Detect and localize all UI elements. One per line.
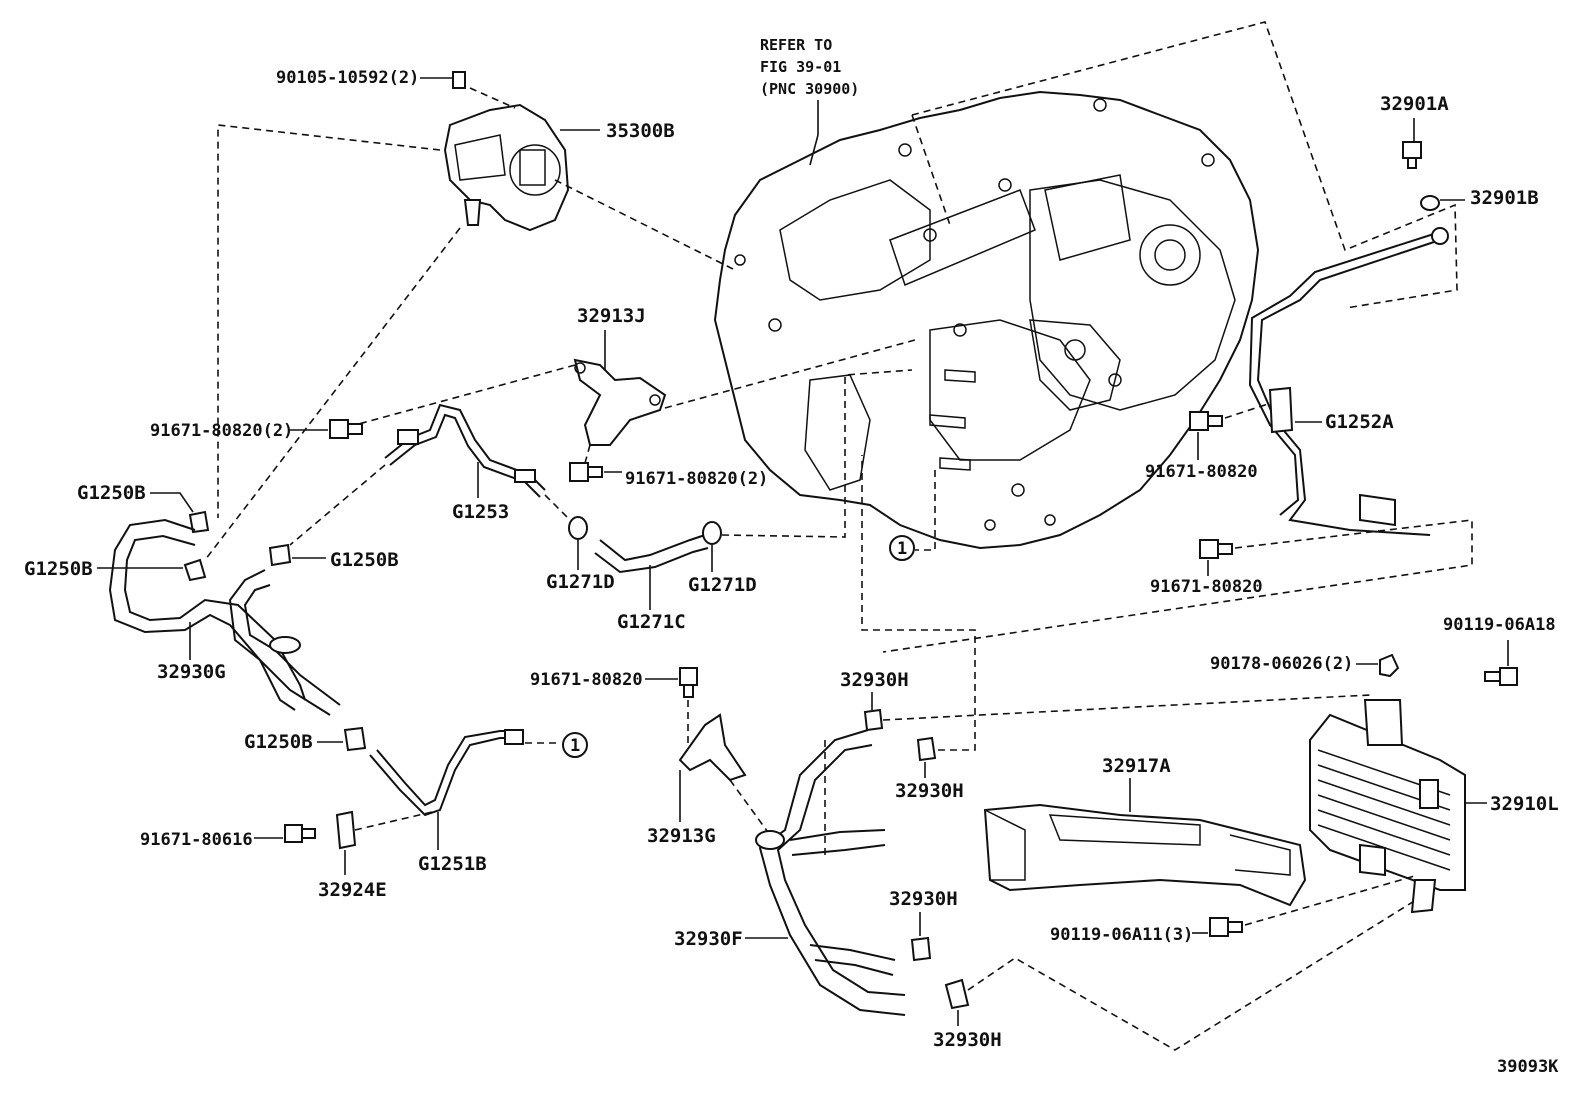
label-91671-80820-right-2[interactable]: 91671-80820 [1150, 577, 1263, 597]
clip-G1250B-4[interactable] [343, 726, 367, 752]
refer-note-line3[interactable]: (PNC 30900) [760, 80, 859, 98]
hose-32930F[interactable] [755, 729, 906, 1016]
callout-circle-1-center[interactable] [889, 535, 915, 561]
callout-circle-1-left[interactable] [562, 732, 588, 758]
refer-boundary-line-2 [911, 114, 951, 226]
label-32930F[interactable]: 32930F [674, 928, 743, 950]
label-32901A[interactable]: 32901A [1380, 93, 1449, 115]
label-G1250B-1[interactable]: G1250B [77, 482, 146, 504]
label-90119-06A11[interactable]: 90119-06A11(3) [1050, 925, 1193, 945]
refer-note-line2[interactable]: FIG 39-01 [760, 58, 841, 76]
label-32910L[interactable]: 32910L [1490, 793, 1559, 815]
nut-90178-06026[interactable] [1379, 653, 1400, 678]
label-G1250B-3[interactable]: G1250B [330, 549, 399, 571]
clip-32930H-1[interactable] [863, 708, 884, 732]
bracket-32913J[interactable] [573, 358, 667, 446]
label-G1271D-left[interactable]: G1271D [546, 571, 615, 593]
clip-G1250B-2[interactable] [183, 558, 207, 582]
label-32930H-1[interactable]: 32930H [840, 669, 909, 691]
cooler-32910L[interactable] [1309, 699, 1466, 914]
clip-G1250B-1[interactable] [188, 510, 210, 534]
label-G1271C[interactable]: G1271C [617, 611, 686, 633]
label-32913J[interactable]: 32913J [577, 305, 646, 327]
label-G1271D-right[interactable]: G1271D [688, 574, 757, 596]
bolt-91671-80820-2-left[interactable] [329, 419, 363, 439]
label-G1251B[interactable]: G1251B [418, 853, 487, 875]
bolt-91671-80820-right-2[interactable] [1199, 539, 1233, 559]
label-32917A[interactable]: 32917A [1102, 755, 1171, 777]
label-91671-80820-2-center[interactable]: 91671-80820(2) [625, 469, 768, 489]
label-32930H-4[interactable]: 32930H [933, 1029, 1002, 1051]
bracket-32913G[interactable] [678, 713, 747, 782]
refer-boundary-line [911, 21, 1458, 309]
bolt-91671-80820-2-center[interactable] [569, 462, 603, 482]
label-32930G[interactable]: 32930G [157, 661, 226, 683]
label-32930H-2[interactable]: 32930H [895, 780, 964, 802]
label-32924E[interactable]: 32924E [318, 879, 387, 901]
label-G1252A[interactable]: G1252A [1325, 411, 1394, 433]
hose-32930G[interactable] [108, 518, 341, 716]
hose-G1271C[interactable] [594, 534, 709, 574]
label-32913G[interactable]: 32913G [647, 825, 716, 847]
label-35300B[interactable]: 35300B [606, 120, 675, 142]
label-91671-80820-lower[interactable]: 91671-80820 [530, 670, 643, 690]
label-90178-06026[interactable]: 90178-06026(2) [1210, 654, 1353, 674]
actuator-35300B[interactable] [443, 71, 570, 232]
label-G1250B-2[interactable]: G1250B [24, 558, 93, 580]
clip-32930H-2[interactable] [916, 736, 937, 762]
label-90119-06A18[interactable]: 90119-06A18 [1443, 615, 1556, 635]
refer-note-line1[interactable]: REFER TO [760, 36, 832, 54]
bolt-91671-80820-right-1[interactable] [1189, 411, 1223, 431]
label-G1253[interactable]: G1253 [452, 501, 509, 523]
bolt-91671-80616[interactable] [284, 824, 316, 843]
label-G1250B-4[interactable]: G1250B [244, 731, 313, 753]
clamp-32924E[interactable] [335, 810, 357, 850]
clip-G1250B-3[interactable] [268, 543, 292, 567]
figure-id: 39093K [1497, 1057, 1559, 1077]
label-91671-80616[interactable]: 91671-80616 [140, 830, 253, 850]
callout-circle-1-center-text: 1 [897, 539, 907, 559]
bolt-90119-06A18[interactable] [1484, 667, 1518, 686]
bolt-32901A[interactable] [1402, 141, 1422, 169]
clip-32930H-3[interactable] [910, 936, 932, 962]
pipe-G1251B[interactable] [369, 729, 524, 817]
label-91671-80820-2-left[interactable]: 91671-80820(2) [150, 421, 293, 441]
duct-32917A[interactable] [983, 803, 1307, 907]
bolt-90119-06A11[interactable] [1209, 917, 1243, 937]
label-90105-10592[interactable]: 90105-10592(2) [276, 68, 419, 88]
label-32930H-3[interactable]: 32930H [889, 888, 958, 910]
pipe-G1252A[interactable] [1248, 227, 1449, 536]
callout-circle-1-left-text: 1 [570, 736, 580, 756]
label-91671-80820-right-1[interactable]: 91671-80820 [1145, 462, 1258, 482]
clamp-G1271D-right[interactable] [702, 521, 722, 545]
clamp-G1271D-left[interactable] [568, 516, 588, 540]
label-32901B[interactable]: 32901B [1470, 187, 1539, 209]
pipe-G1253[interactable] [384, 403, 546, 498]
bolt-91671-80820-lower[interactable] [679, 667, 698, 698]
clip-32930H-4[interactable] [944, 978, 970, 1010]
washer-32901B[interactable] [1420, 195, 1440, 211]
